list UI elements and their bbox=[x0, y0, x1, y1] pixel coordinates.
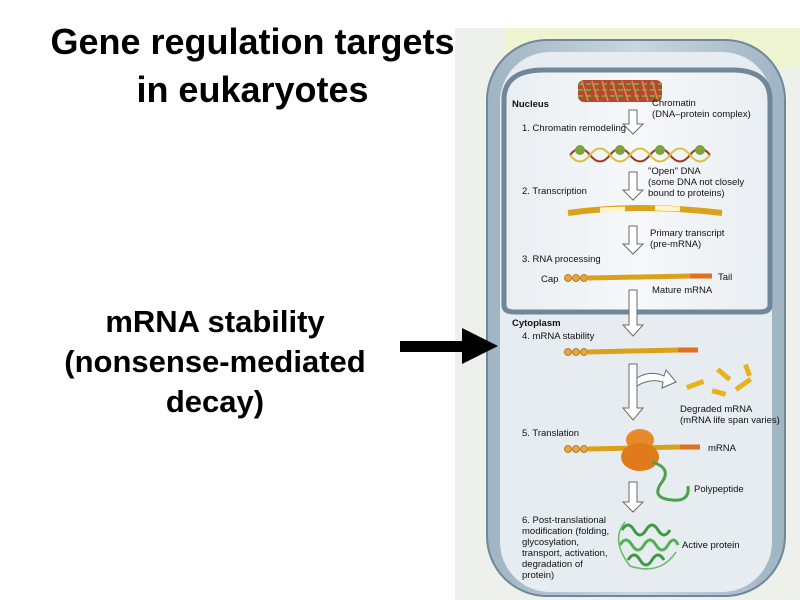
highlight-label: mRNA stability (nonsense-mediated decay) bbox=[30, 302, 400, 422]
highlight-line-1: mRNA stability bbox=[105, 304, 325, 339]
step-4-label: 4. mRNA stability bbox=[522, 331, 595, 342]
primary-transcript-sublabel: (pre-mRNA) bbox=[650, 239, 701, 250]
highlight-line-3: decay) bbox=[165, 384, 265, 419]
step-6-line-1: 6. Post-translational bbox=[522, 515, 606, 526]
mature-mrna-label: Mature mRNA bbox=[652, 285, 713, 296]
mrna-label: mRNA bbox=[708, 443, 737, 454]
open-dna-label: "Open" DNA bbox=[648, 166, 701, 177]
degraded-fragments bbox=[685, 363, 753, 397]
flow-arrows bbox=[621, 109, 677, 513]
step-5-label: 5. Translation bbox=[522, 428, 579, 439]
stable-mrna bbox=[564, 347, 698, 356]
cytoplasm-label: Cytoplasm bbox=[512, 318, 561, 329]
degraded-mrna-sublabel: (mRNA life span varies) bbox=[680, 415, 780, 426]
step-6-line-2: modification (folding, bbox=[522, 526, 609, 537]
tail-label: Tail bbox=[718, 272, 732, 283]
nucleus-label: Nucleus bbox=[512, 99, 549, 110]
chromatin-coil bbox=[578, 80, 662, 102]
active-protein bbox=[617, 521, 680, 570]
mature-mrna bbox=[564, 273, 712, 282]
step-6-line-4: transport, activation, bbox=[522, 548, 608, 559]
chromatin-label: Chromatin bbox=[652, 98, 696, 109]
highlight-arrow bbox=[400, 328, 498, 364]
open-dna-sublabel-2: bound to proteins) bbox=[648, 188, 725, 199]
step-6-line-3: glycosylation, bbox=[522, 537, 579, 548]
slide-title: Gene regulation targets in eukaryotes bbox=[0, 18, 505, 114]
primary-transcript bbox=[567, 205, 723, 216]
open-dna bbox=[569, 145, 711, 163]
step-1-label: 1. Chromatin remodeling bbox=[522, 123, 626, 134]
step-2-label: 2. Transcription bbox=[522, 186, 587, 197]
cap-label: Cap bbox=[541, 274, 558, 285]
step-6-line-6: protein) bbox=[522, 570, 554, 581]
degraded-mrna-label: Degraded mRNA bbox=[680, 404, 753, 415]
step-6-line-5: degradation of bbox=[522, 559, 583, 570]
primary-transcript-label: Primary transcript bbox=[650, 228, 725, 239]
translation-complex bbox=[564, 429, 700, 502]
active-protein-label: Active protein bbox=[682, 540, 740, 551]
polypeptide-label: Polypeptide bbox=[694, 484, 744, 495]
title-line-1: Gene regulation targets bbox=[50, 21, 455, 62]
highlight-line-2: (nonsense-mediated bbox=[64, 344, 366, 379]
title-line-2: in eukaryotes bbox=[136, 69, 369, 110]
step-3-label: 3. RNA processing bbox=[522, 254, 601, 265]
open-dna-sublabel-1: (some DNA not closely bbox=[648, 177, 744, 188]
chromatin-sublabel: (DNA–protein complex) bbox=[652, 109, 751, 120]
